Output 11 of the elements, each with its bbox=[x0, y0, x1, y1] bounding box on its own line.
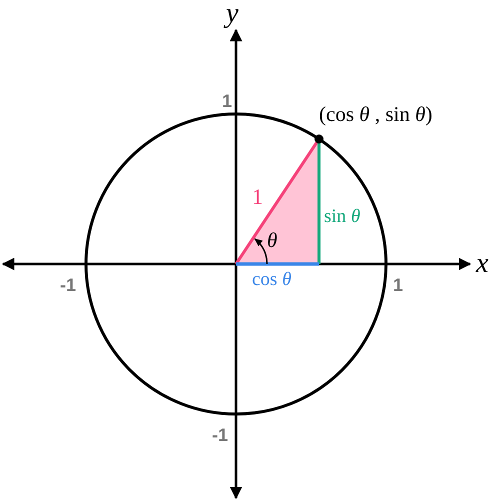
axis-label: x bbox=[476, 250, 488, 278]
radius-label: 1 bbox=[252, 186, 263, 208]
angle-label: θ bbox=[267, 230, 278, 251]
tick-label: 1 bbox=[393, 276, 404, 294]
tick-label: -1 bbox=[60, 276, 76, 294]
sine-label: sin θ bbox=[324, 207, 360, 226]
point-label: (cos θ , sin θ) bbox=[319, 104, 432, 125]
tick-label: -1 bbox=[212, 426, 228, 444]
axis-label: y bbox=[226, 0, 238, 28]
cosine-label: cos θ bbox=[252, 270, 292, 289]
tick-label: 1 bbox=[222, 92, 232, 110]
